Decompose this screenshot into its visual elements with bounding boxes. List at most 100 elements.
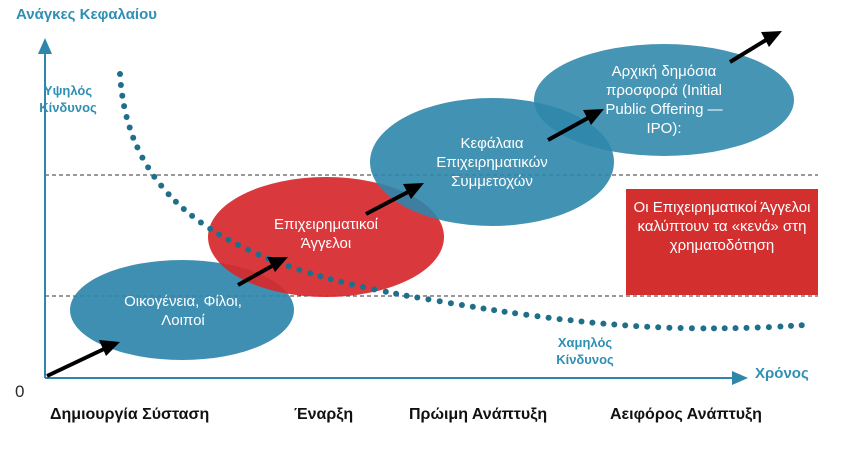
risk-curve-dot (197, 219, 204, 226)
risk-curve-dot (371, 286, 378, 293)
risk-curve-dot (501, 308, 508, 315)
risk-curve-dot (285, 263, 292, 270)
risk-curve-dot (338, 278, 345, 285)
risk-curve-dot (139, 154, 146, 161)
phase-label-family: Οικογένεια, Φίλοι, Λοιποί (124, 293, 242, 329)
stage-creation: Δημιουργία Σύσταση (50, 406, 210, 423)
risk-curve-dot (317, 273, 324, 280)
arrow-3-head (403, 183, 424, 199)
risk-curve-dot (534, 313, 541, 320)
risk-curve-dot (327, 276, 334, 283)
risk-curve-dot (556, 316, 563, 323)
arrow-5 (728, 38, 768, 64)
risk-curve-dot (130, 134, 137, 141)
risk-curve-dot (360, 284, 367, 290)
risk-curve-dot (296, 266, 303, 273)
risk-curve-dot (512, 310, 519, 317)
risk-curve-dot (255, 251, 262, 258)
arrow-2 (237, 264, 273, 287)
risk-curve-dot (403, 292, 410, 299)
x-axis-arrowhead (732, 371, 748, 385)
risk-curve (117, 71, 805, 332)
risk-curve-dot (523, 311, 530, 318)
risk-curve-dot (425, 296, 432, 303)
risk-curve-dot (165, 191, 172, 198)
risk-curve-dot (666, 324, 673, 331)
risk-curve-dot (436, 298, 443, 305)
risk-curve-dot (732, 325, 739, 332)
risk-curve-dot (578, 318, 585, 325)
risk-curve-dot (688, 325, 695, 332)
low-risk-label: Χαμηλός Κίνδυνος (556, 335, 614, 367)
arrow-4-head (583, 109, 604, 125)
callout-text: Οι Επιχειρηματικοί Άγγελοι καλύπτουν τα … (633, 199, 811, 254)
arrow-2-head (267, 257, 288, 272)
risk-curve-dot (491, 307, 498, 314)
phase-label-angels: Επιχειρηματικοί Άγγελοι (273, 216, 379, 252)
risk-curve-dot (622, 322, 629, 329)
risk-curve-dot (225, 236, 232, 243)
risk-curve-dot (134, 144, 141, 151)
risk-curve-dot (393, 290, 400, 297)
risk-curve-dot (655, 324, 662, 331)
risk-curve-dot (126, 124, 133, 131)
phase-label-venture: Κεφάλαια Επιχειρηματικών Συμμετοχών (436, 135, 548, 190)
stage-early-growth: Πρώιμη Ανάπτυξη (409, 406, 548, 423)
risk-curve-dot (117, 71, 123, 77)
risk-curve-dot (589, 319, 596, 326)
risk-curve-dot (567, 317, 574, 324)
phase-ellipse-ipo (534, 44, 794, 156)
risk-curve-dot (788, 322, 794, 329)
risk-curve-dot (458, 302, 465, 308)
y-axis-title: Ανάγκες Κεφαλαίου (16, 6, 157, 23)
risk-curve-dot (235, 241, 241, 248)
risk-curve-dot (121, 103, 128, 110)
risk-curve-dot (145, 164, 152, 171)
arrow-3 (365, 190, 409, 216)
risk-curve-dot (600, 320, 607, 327)
callout-box (626, 189, 818, 295)
arrow-5-head (761, 31, 782, 47)
risk-curve-dot (349, 281, 356, 288)
arrow-1 (46, 347, 105, 378)
risk-curve-dot (480, 305, 487, 312)
risk-curve-dot (123, 114, 130, 120)
risk-curve-dot (216, 231, 223, 238)
risk-curve-dot (447, 300, 454, 307)
risk-curve-dot (754, 324, 761, 331)
risk-curve-dot (644, 323, 651, 330)
stage-startup: Έναρξη (294, 406, 354, 423)
risk-curve-dot (765, 324, 772, 331)
high-risk-label: Υψηλός Κίνδυνος (39, 83, 97, 115)
risk-curve-dot (189, 212, 196, 219)
risk-curve-dot (611, 321, 618, 328)
y-axis-arrowhead (38, 38, 52, 54)
risk-curve-dot (545, 314, 552, 321)
risk-curve-dot (180, 206, 187, 212)
risk-curve-dot (743, 324, 750, 331)
x-axis-title: Χρόνος (755, 365, 809, 382)
arrow-4 (547, 116, 589, 142)
risk-curve-dot (721, 325, 728, 332)
risk-curve-dot (700, 325, 707, 332)
risk-curve-dot (245, 246, 252, 253)
risk-curve-dot (207, 225, 214, 232)
phase-label-ipo: Αρχική δημόσια προσφορά (Initial Public … (605, 63, 723, 137)
risk-curve-dot (382, 288, 389, 295)
stage-sustainable-growth: Αειφόρος Ανάπτυξη (610, 406, 762, 423)
origin-label: 0 (15, 382, 25, 401)
risk-curve-dot (633, 323, 640, 330)
risk-curve-dot (119, 92, 126, 99)
risk-curve-dot (469, 303, 476, 310)
risk-curve-dot (798, 322, 805, 329)
risk-curve-dot (711, 325, 717, 332)
risk-curve-dot (307, 270, 314, 277)
growth-arrows (46, 31, 782, 378)
risk-curve-dot (151, 173, 158, 180)
risk-curve-dot (777, 323, 784, 330)
risk-curve-dot (414, 294, 421, 301)
arrow-1-head (99, 340, 120, 356)
risk-curve-dot (677, 325, 684, 331)
risk-curve-dot (172, 198, 179, 205)
